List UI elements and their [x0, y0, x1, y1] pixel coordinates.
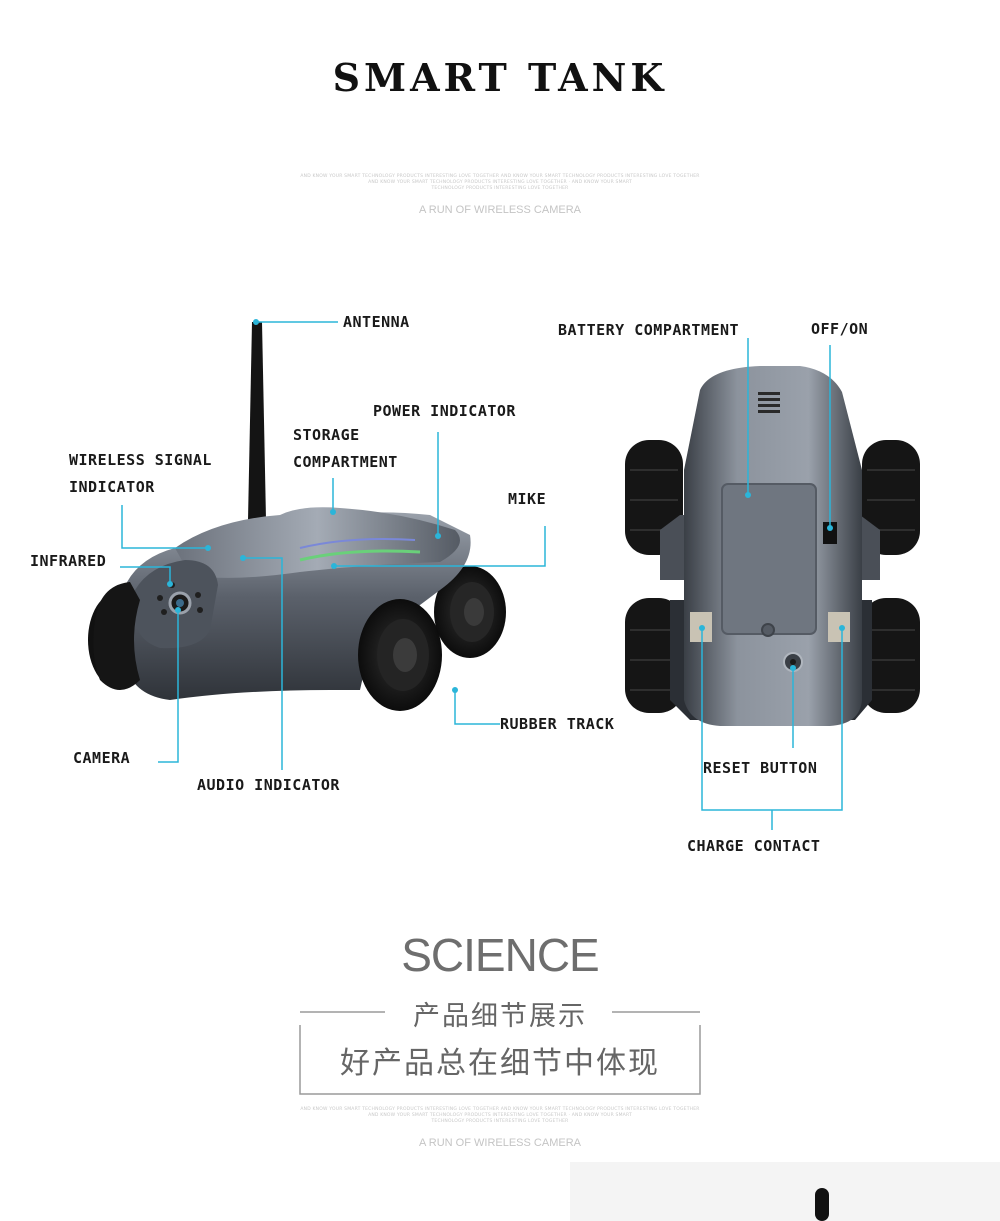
wheel [862, 598, 920, 713]
label-wireless-signal-indicator: WIRELESS SIGNAL INDICATOR [69, 447, 212, 501]
label-audio-indicator: AUDIO INDICATOR [197, 776, 340, 794]
fine-print-line: AND KNOW YOUR SMART TECHNOLOGY PRODUCTS … [368, 180, 632, 185]
tank-bottom-view [625, 366, 920, 726]
fine-print-line: TECHNOLOGY PRODUCTS INTERESTING LOVE TOG… [431, 186, 569, 191]
battery-cover [721, 483, 817, 635]
antenna-icon [248, 322, 266, 520]
label-rubber-track: RUBBER TRACK [500, 715, 615, 733]
charge-contact-right [828, 612, 850, 642]
science-heading: SCIENCE [401, 929, 599, 981]
label-storage-line2: COMPARTMENT [293, 453, 398, 471]
tagline-top: A RUN OF WIRELESS CAMERA [419, 204, 581, 216]
label-antenna: ANTENNA [343, 313, 410, 331]
label-reset-button: RESET BUTTON [703, 759, 818, 777]
label-camera: CAMERA [73, 749, 131, 767]
label-storage-compartment: STORAGE COMPARTMENT [293, 422, 398, 476]
label-infrared: INFRARED [30, 552, 107, 570]
label-power-indicator: POWER INDICATOR [373, 402, 516, 420]
label-battery-compartment: BATTERY COMPARTMENT [558, 321, 740, 339]
fine-print-bottom: AND KNOW YOUR SMART TECHNOLOGY PRODUCTS … [250, 1107, 750, 1125]
fine-print-line: TECHNOLOGY PRODUCTS INTERESTING LOVE TOG… [431, 1119, 569, 1124]
label-mike: MIKE [508, 490, 547, 508]
label-storage-line1: STORAGE [293, 426, 360, 444]
fine-print-line: AND KNOW YOUR SMART TECHNOLOGY PRODUCTS … [368, 1113, 632, 1118]
next-product-preview [570, 1162, 1000, 1221]
label-wireless-line1: WIRELESS SIGNAL [69, 451, 212, 469]
power-switch [823, 522, 837, 544]
page-title: SMART TANK [332, 55, 668, 100]
fine-print-line: AND KNOW YOUR SMART TECHNOLOGY PRODUCTS … [300, 174, 700, 179]
text-frame [299, 1011, 701, 1095]
cn-heading-line2: 好产品总在细节中体现 [340, 1046, 660, 1081]
callout-lines [120, 319, 845, 830]
wheel [625, 598, 683, 713]
fine-print-line: AND KNOW YOUR SMART TECHNOLOGY PRODUCTS … [300, 1107, 700, 1112]
fine-print-top: AND KNOW YOUR SMART TECHNOLOGY PRODUCTS … [250, 174, 750, 192]
label-off-on: OFF/ON [811, 320, 869, 338]
cn-heading-line1: 产品细节展示 [413, 1001, 587, 1032]
label-charge-contact: CHARGE CONTACT [687, 837, 821, 855]
tagline-bottom: A RUN OF WIRELESS CAMERA [419, 1137, 581, 1149]
wheel [862, 440, 920, 555]
label-wireless-line2: INDICATOR [69, 478, 155, 496]
tank-front-view [88, 322, 506, 711]
